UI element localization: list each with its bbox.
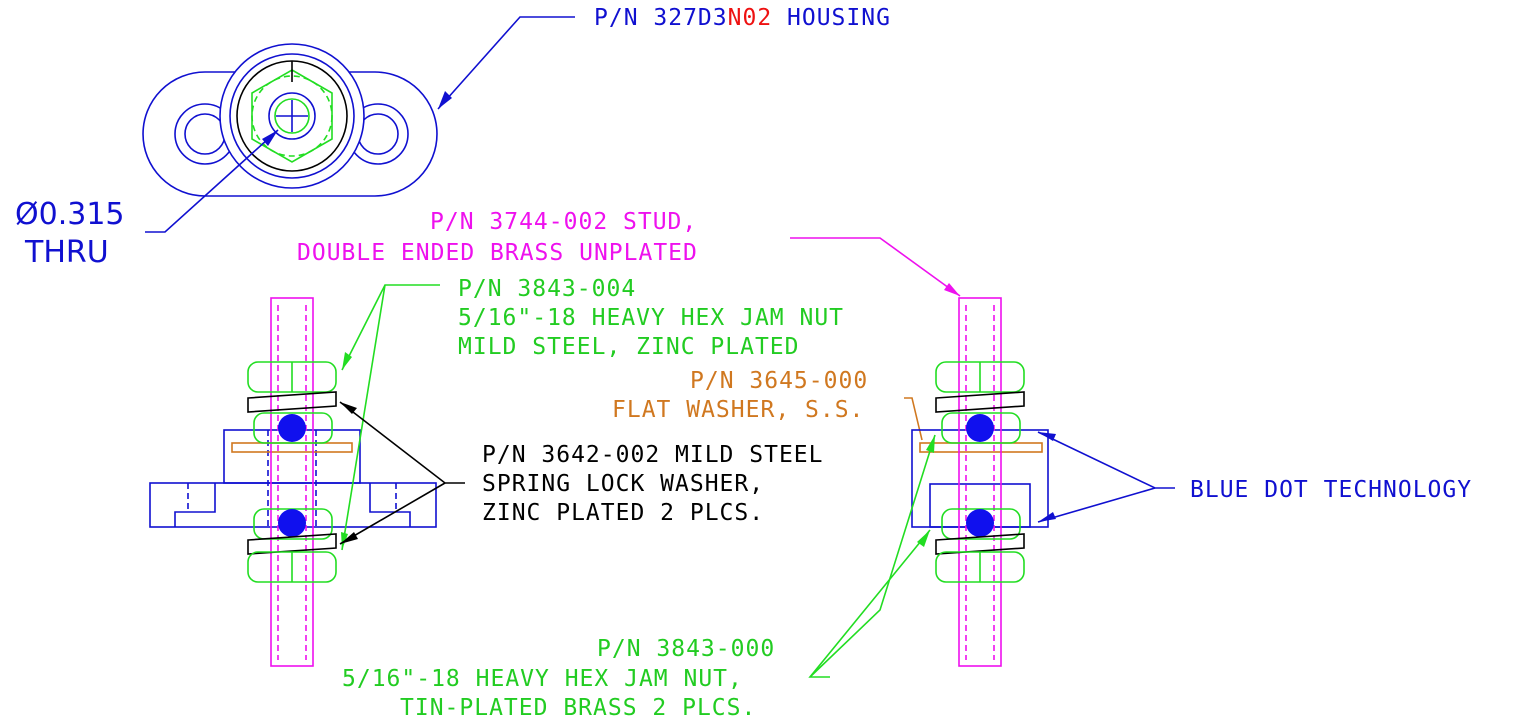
- jam-nut-steel-leader-1: [341, 284, 440, 371]
- jam-nut-brass-line1: P/N 3843-000: [597, 636, 775, 662]
- stud-right: [958, 297, 1002, 667]
- jam-nut-steel-line1: P/N 3843-004: [458, 276, 636, 302]
- flat-washer-leader: [904, 397, 923, 441]
- thru-dia-label: Ø0.315: [15, 197, 125, 232]
- jam-nut-brass-leader-1: [808, 529, 931, 678]
- blue-dot-top-right: [966, 414, 994, 442]
- housing-label: P/N 327D3N02 HOUSING: [594, 5, 891, 31]
- blue-dot-bottom-left: [278, 509, 306, 537]
- jam-nut-steel-line3: MILD STEEL, ZINC PLATED: [458, 334, 800, 360]
- lock-washer-line2: SPRING LOCK WASHER,: [482, 471, 764, 497]
- lock-washer-bottom-left: [247, 533, 337, 555]
- lock-washer-top-right: [935, 391, 1025, 413]
- left-side-view: [149, 297, 437, 667]
- flat-washer-line2: FLAT WASHER, S.S.: [612, 397, 864, 423]
- stud-line2: DOUBLE ENDED BRASS UNPLATED: [297, 240, 698, 266]
- lock-washer-line1: P/N 3642-002 MILD STEEL: [482, 442, 824, 468]
- arrow: [340, 402, 357, 414]
- jam-nut-brass-line2: 5/16"-18 HEAVY HEX JAM NUT,: [342, 666, 743, 692]
- thru-label: THRU: [24, 235, 109, 270]
- housing-pocket-l: [174, 483, 216, 527]
- hex-nut-top: [251, 69, 333, 163]
- hex-nut-chamfer: [251, 75, 333, 157]
- housing-arrow: [438, 91, 452, 109]
- blue-dot-top-left: [278, 414, 306, 442]
- arrow: [340, 532, 358, 544]
- flat-washer-right: [919, 442, 1043, 453]
- arrow: [1038, 432, 1056, 441]
- arrow: [917, 530, 930, 547]
- top-view: [142, 43, 438, 197]
- flat-washer-left: [231, 442, 353, 453]
- flat-washer-line1: P/N 3645-000: [690, 368, 868, 394]
- housing-pocket-r: [369, 483, 411, 527]
- blue-dot-leader-1: [1037, 431, 1175, 489]
- right-side-view: [911, 297, 1049, 667]
- housing-top-outline: [142, 71, 438, 197]
- mount-hole-left-inner: [184, 113, 226, 155]
- jam-nut-lower-right: [941, 508, 1021, 540]
- arrow: [1038, 512, 1056, 522]
- lock-washer-top-left: [247, 391, 337, 413]
- jam-nut-steel-leader-2: [341, 284, 386, 551]
- jam-nut-mid-left: [253, 412, 333, 444]
- jam-nut-brass-leader-2: [809, 434, 936, 678]
- thru-hole-circle: [268, 92, 316, 140]
- blue-dot-leader-2: [1037, 487, 1156, 523]
- thru-leader: [145, 129, 279, 233]
- jam-nut-lower-left: [253, 508, 333, 540]
- housing-leader: [437, 16, 575, 110]
- jam-nut-mid-right: [941, 412, 1021, 444]
- stud-left: [270, 297, 314, 667]
- lock-washer-leader-2: [339, 482, 446, 545]
- boss-inner-circle: [229, 53, 355, 179]
- lock-washer-bottom-right: [935, 533, 1025, 555]
- arrow: [342, 352, 352, 370]
- arrow: [944, 283, 960, 296]
- stud-top-circle: [274, 98, 310, 134]
- stud-line1: P/N 3744-002 STUD,: [430, 209, 697, 235]
- blue-dot-label: BLUE DOT TECHNOLOGY: [1190, 477, 1472, 503]
- arrow: [926, 435, 935, 453]
- jam-nut-steel-line2: 5/16"-18 HEAVY HEX JAM NUT: [458, 305, 844, 331]
- jam-nut-brass-line3: TIN-PLATED BRASS 2 PLCS.: [400, 695, 756, 720]
- stud-leader: [790, 237, 961, 297]
- blue-dot-bottom-right: [966, 509, 994, 537]
- lock-washer-line3: ZINC PLATED 2 PLCS.: [482, 500, 764, 526]
- thru-arrow: [262, 130, 278, 146]
